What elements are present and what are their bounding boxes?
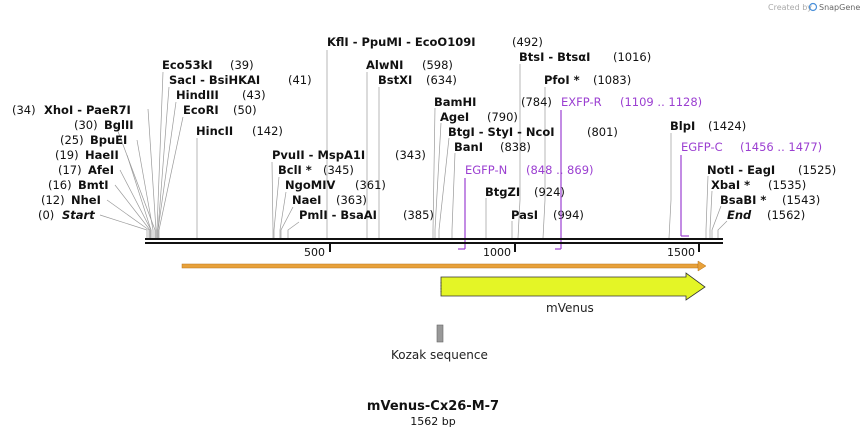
orf-arrowhead (697, 260, 707, 272)
enzyme-hincii: HincII (196, 124, 233, 138)
enzyme-num-bcli: (345) (323, 163, 354, 177)
top-enzyme-labels: KflI - PpuMI - EcoO109I (492) Eco53kI (3… (162, 35, 836, 222)
enzyme-num-end: (1562) (767, 208, 805, 222)
enzyme-num-alwni: (598) (422, 58, 453, 72)
enzyme-bstxi: BstXI (378, 73, 412, 87)
enzyme-num-pvuii: (343) (395, 148, 426, 162)
enzyme-blpi: BlpI (670, 119, 695, 133)
primer-egfp-n: EGFP-N (465, 163, 507, 177)
watermark-created-by: Created by (768, 3, 812, 12)
enzyme-eco53ki: Eco53kI (162, 58, 213, 72)
enzyme-hindiii: HindIII (176, 88, 219, 102)
enzyme-num-bsabi: (1543) (782, 193, 820, 207)
enzyme-bani: BanI (454, 140, 483, 154)
mvenus-label: mVenus (546, 301, 594, 315)
enzyme-xhoi: XhoI - PaeR7I (44, 103, 131, 117)
enzyme-bpuei: BpuEI (90, 133, 127, 147)
enzyme-num-agei: (790) (487, 110, 518, 124)
enzyme-btgi: BtgI - StyI - NcoI (448, 125, 555, 139)
enzyme-num-btsi: (1016) (613, 50, 651, 64)
watermark-brand: SnapGene (819, 3, 860, 12)
primer-egfp-c: EGFP-C (681, 140, 723, 154)
enzyme-num-bstxi: (634) (426, 73, 457, 87)
enzyme-ngomiv: NgoMIV (285, 178, 335, 192)
enzyme-num-kfli: (492) (512, 35, 543, 49)
enzyme-kfli: KflI - PpuMI - EcoO109I (327, 35, 475, 49)
ruler-label-500: 500 (304, 246, 325, 259)
ruler-label-1000: 1000 (483, 246, 511, 259)
enzyme-bsabi: BsaBI * (720, 193, 766, 207)
map-length: 1562 bp (410, 415, 455, 428)
enzyme-btgzi: BtgZI (485, 185, 520, 199)
enzyme-num-eco53ki: (39) (230, 58, 254, 72)
left-enzyme-labels: (34) XhoI - PaeR7I (30) BglII (25) BpuEI… (12, 103, 134, 222)
enzyme-pvuii: PvuII - MspA1I (272, 148, 365, 162)
enzyme-num-pmli: (385) (403, 208, 434, 222)
enzyme-num-pasi: (994) (553, 208, 584, 222)
enzyme-num-pfoi: (1083) (593, 73, 631, 87)
enzyme-leader-lines (99, 50, 728, 239)
enzyme-num-haeii: (19) (55, 148, 79, 162)
enzyme-xbai: XbaI * (711, 178, 750, 192)
enzyme-num-blpi: (1424) (708, 119, 746, 133)
enzyme-afei: AfeI (88, 163, 114, 177)
enzyme-pfoi: PfoI * (544, 73, 580, 87)
enzyme-num-btgi: (801) (587, 125, 618, 139)
enzyme-num-xbai: (1535) (768, 178, 806, 192)
enzyme-saci: SacI - BsiHKAI (169, 73, 260, 87)
snapgene-logo-icon (808, 2, 818, 12)
enzyme-bamhi: BamHI (434, 95, 476, 109)
enzyme-num-ecori: (50) (233, 103, 257, 117)
enzyme-num-hincii: (142) (252, 124, 283, 138)
ruler: 500 1000 1500 (304, 244, 700, 259)
primer-egfp-c-range: (1456 .. 1477) (740, 140, 822, 154)
primer-egfp-n-range: (848 .. 869) (526, 163, 594, 177)
enzyme-ecori: EcoRI (183, 103, 219, 117)
enzyme-num-bamhi: (784) (521, 95, 552, 109)
enzyme-num-nhei: (12) (41, 193, 65, 207)
mvenus-arrow[interactable] (440, 272, 706, 301)
enzyme-bglii: BglII (104, 118, 134, 132)
enzyme-num-afei: (17) (58, 163, 82, 177)
enzyme-noti: NotI - EagI (707, 163, 775, 177)
enzyme-num-hindiii: (43) (242, 88, 266, 102)
enzyme-bmti: BmtI (78, 178, 109, 192)
enzyme-num-bpuei: (25) (60, 133, 84, 147)
start-label: Start (62, 208, 95, 222)
enzyme-num-bmti: (16) (48, 178, 72, 192)
end-label: End (727, 208, 752, 222)
primer-exfp-r: EXFP-R (561, 95, 602, 109)
enzyme-num-ngomiv: (361) (355, 178, 386, 192)
enzyme-num-noti: (1525) (798, 163, 836, 177)
enzyme-num-btgzi: (924) (534, 185, 565, 199)
enzyme-num-start: (0) (38, 208, 54, 222)
ruler-label-1500: 1500 (667, 246, 695, 259)
kozak-box[interactable] (436, 324, 444, 343)
orf-arrow (181, 260, 707, 272)
enzyme-num-naei: (363) (336, 193, 367, 207)
enzyme-num-saci: (41) (288, 73, 312, 87)
primer-exfp-r-range: (1109 .. 1128) (620, 95, 702, 109)
enzyme-num-bani: (838) (500, 140, 531, 154)
enzyme-num-xhoi: (34) (12, 103, 36, 117)
enzyme-num-bglii: (30) (74, 118, 98, 132)
enzyme-haeii: HaeII (85, 148, 119, 162)
orf-bar (181, 263, 699, 269)
enzyme-nhei: NheI (71, 193, 101, 207)
enzyme-pasi: PasI (511, 208, 538, 222)
primers: EXFP-R (1109 .. 1128) EGFP-N (848 .. 869… (458, 95, 822, 250)
enzyme-pmli: PmlI - BsaAI (299, 208, 377, 222)
kozak-feature[interactable]: Kozak sequence (391, 324, 488, 362)
enzyme-agei: AgeI (440, 110, 469, 124)
map-title: mVenus-Cx26-M-7 (367, 399, 499, 414)
enzyme-alwni: AlwNI (366, 58, 403, 72)
enzyme-bcli: BclI * (278, 163, 312, 177)
enzyme-btsi: BtsI - BtsαI (519, 50, 590, 64)
mvenus-feature[interactable]: mVenus (440, 272, 706, 315)
enzyme-naei: NaeI (292, 193, 321, 207)
dna-backbone (145, 238, 723, 244)
kozak-label: Kozak sequence (391, 348, 488, 362)
